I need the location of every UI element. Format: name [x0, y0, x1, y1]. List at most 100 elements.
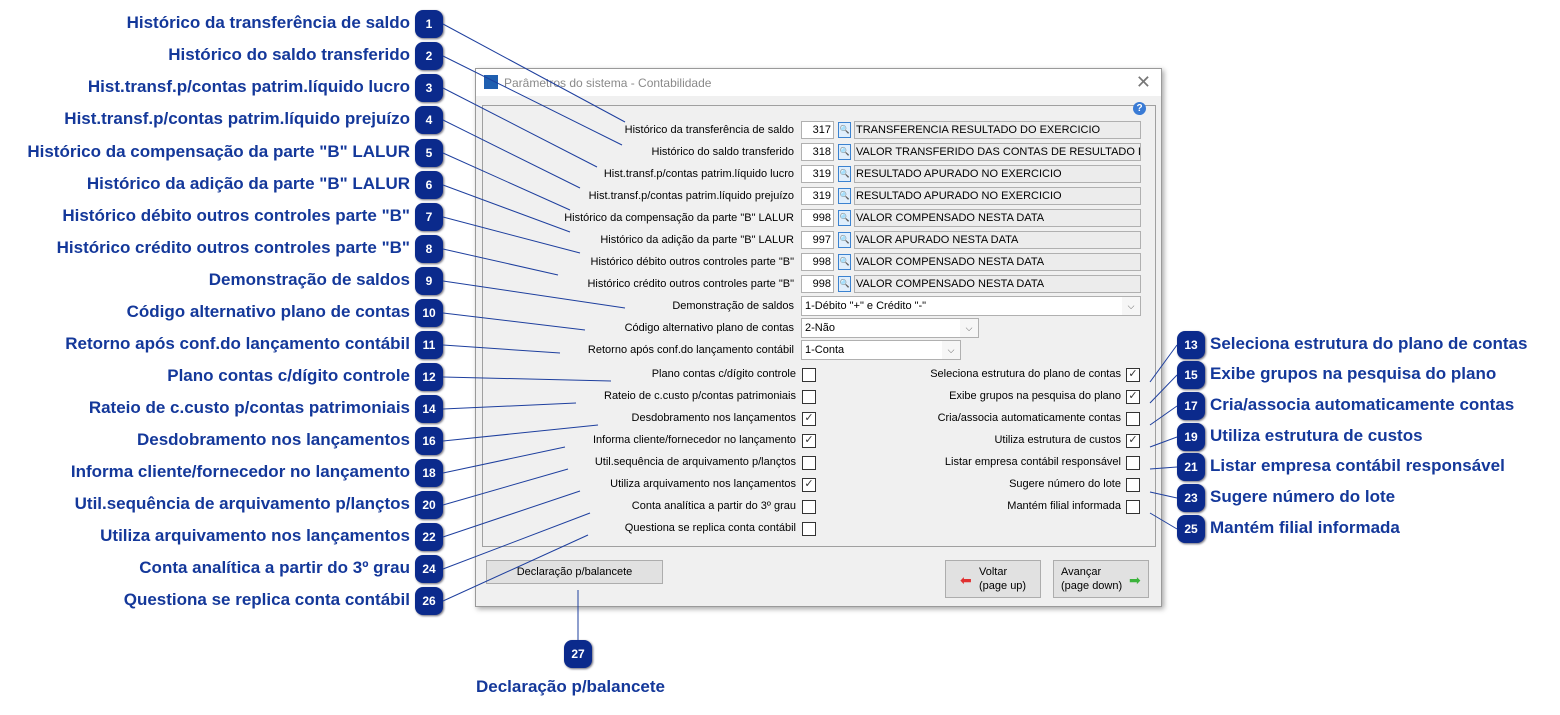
callout-badge: 19: [1177, 423, 1205, 451]
callout-label: Util.sequência de arquivamento p/lançtos: [74, 494, 410, 513]
search-lookup-icon[interactable]: 🔍: [838, 210, 851, 226]
search-lookup-icon[interactable]: 🔍: [838, 166, 851, 182]
callout-label: Conta analítica a partir do 3º grau: [139, 558, 410, 577]
callout-label: Exibe grupos na pesquisa do plano: [1210, 364, 1497, 383]
history-description: VALOR COMPENSADO NESTA DATA: [854, 275, 1141, 293]
callout-label: Utiliza arquivamento nos lançamentos: [100, 526, 410, 545]
checkbox[interactable]: [802, 390, 816, 404]
declaracao-balancete-button[interactable]: Declaração p/balancete: [486, 560, 663, 584]
avancar-label: Avançar: [1061, 566, 1102, 578]
callout-label: Hist.transf.p/contas patrim.líquido prej…: [64, 109, 410, 128]
callout-badge: 21: [1177, 453, 1205, 481]
checkbox[interactable]: [1126, 500, 1140, 514]
checkbox-label: Mantém filial informada: [1007, 500, 1121, 512]
field-label: Histórico da transferência de saldo: [624, 124, 794, 136]
history-code-input[interactable]: 319: [801, 187, 834, 205]
callout-badge: 15: [1177, 361, 1205, 389]
close-icon[interactable]: ✕: [1135, 72, 1151, 92]
callout-label: Cria/associa automaticamente contas: [1210, 395, 1515, 414]
callout-label: Declaração p/balancete: [476, 677, 665, 696]
history-description: VALOR COMPENSADO NESTA DATA: [854, 209, 1141, 227]
checkbox[interactable]: [802, 456, 816, 470]
avancar-hint: (page down): [1061, 580, 1123, 592]
dropdown-select[interactable]: 1-Débito "+" e Crédito "-"⌵: [801, 296, 1141, 316]
search-lookup-icon[interactable]: 🔍: [838, 232, 851, 248]
arrow-right-icon: ➡: [1129, 572, 1141, 588]
callout-label: Histórico da transferência de saldo: [126, 13, 410, 32]
checkbox[interactable]: ✓: [802, 412, 816, 426]
checkbox[interactable]: ✓: [1126, 434, 1140, 448]
callout-badge: 14: [415, 395, 443, 423]
parametros-dialog: Parâmetros do sistema - Contabilidade ✕ …: [475, 68, 1162, 607]
history-code-input[interactable]: 997: [801, 231, 834, 249]
checkbox[interactable]: ✓: [1126, 368, 1140, 382]
callout-label: Histórico do saldo transferido: [168, 45, 410, 64]
checkbox-label: Utiliza arquivamento nos lançamentos: [610, 478, 796, 490]
chevron-down-icon[interactable]: ⌵: [942, 341, 960, 359]
callout-label: Questiona se replica conta contábil: [123, 590, 410, 609]
callout-label: Histórico crédito outros controles parte…: [56, 238, 410, 257]
callout-badge: 7: [415, 203, 443, 231]
callout-badge: 13: [1177, 331, 1205, 359]
dropdown-select[interactable]: 1-Conta⌵: [801, 340, 961, 360]
callout-label: Sugere número do lote: [1210, 487, 1396, 506]
select-label: Demonstração de saldos: [672, 300, 794, 312]
checkbox[interactable]: [1126, 412, 1140, 426]
history-code-input[interactable]: 319: [801, 165, 834, 183]
checkbox-label: Desdobramento nos lançamentos: [631, 412, 796, 424]
callout-badge: 4: [415, 106, 443, 134]
search-lookup-icon[interactable]: 🔍: [838, 122, 851, 138]
voltar-button[interactable]: ⬅ Voltar (page up): [945, 560, 1041, 598]
callout-badge: 5: [415, 139, 443, 167]
callout-label: Listar empresa contábil responsável: [1210, 456, 1505, 475]
callout-label: Hist.transf.p/contas patrim.líquido lucr…: [87, 77, 410, 96]
avancar-button[interactable]: Avançar (page down) ➡: [1053, 560, 1149, 598]
field-label: Histórico débito outros controles parte …: [590, 256, 794, 268]
callout-badge: 10: [415, 299, 443, 327]
callout-badge: 22: [415, 523, 443, 551]
search-lookup-icon[interactable]: 🔍: [838, 254, 851, 270]
chevron-down-icon[interactable]: ⌵: [1122, 297, 1140, 315]
dialog-title: Parâmetros do sistema - Contabilidade: [504, 76, 712, 90]
checkbox[interactable]: [802, 522, 816, 536]
callout-label: Histórico da compensação da parte "B" LA…: [27, 142, 410, 161]
history-code-input[interactable]: 317: [801, 121, 834, 139]
checkbox[interactable]: ✓: [802, 478, 816, 492]
history-code-input[interactable]: 998: [801, 275, 834, 293]
search-lookup-icon[interactable]: 🔍: [838, 144, 851, 160]
voltar-hint: (page up): [979, 580, 1027, 592]
search-lookup-icon[interactable]: 🔍: [838, 276, 851, 292]
search-lookup-icon[interactable]: 🔍: [838, 188, 851, 204]
callout-label: Histórico da adição da parte "B" LALUR: [86, 174, 410, 193]
history-code-input[interactable]: 998: [801, 209, 834, 227]
checkbox[interactable]: ✓: [802, 434, 816, 448]
history-code-input[interactable]: 998: [801, 253, 834, 271]
checkbox[interactable]: [1126, 478, 1140, 492]
checkbox[interactable]: [1126, 456, 1140, 470]
field-label: Histórico da adição da parte "B" LALUR: [600, 234, 794, 246]
callout-label: Código alternativo plano de contas: [126, 302, 410, 321]
checkbox-label: Rateio de c.custo p/contas patrimoniais: [604, 390, 796, 402]
history-description: TRANSFERENCIA RESULTADO DO EXERCICIO: [854, 121, 1141, 139]
callout-badge: 23: [1177, 484, 1205, 512]
callout-badge: 16: [415, 427, 443, 455]
callout-badge: 17: [1177, 392, 1205, 420]
checkbox-label: Plano contas c/dígito controle: [651, 368, 796, 380]
checkbox-label: Questiona se replica conta contábil: [624, 522, 796, 534]
field-label: Hist.transf.p/contas patrim.líquido lucr…: [603, 168, 794, 180]
callout-badge: 9: [415, 267, 443, 295]
checkbox[interactable]: ✓: [1126, 390, 1140, 404]
callout-label: Retorno após conf.do lançamento contábil: [65, 334, 410, 353]
chevron-down-icon[interactable]: ⌵: [960, 319, 978, 337]
select-label: Código alternativo plano de contas: [624, 322, 794, 334]
help-icon[interactable]: ?: [1133, 102, 1146, 115]
callout-label: Mantém filial informada: [1210, 518, 1400, 537]
dropdown-select[interactable]: 2-Não⌵: [801, 318, 979, 338]
checkbox[interactable]: [802, 500, 816, 514]
field-label: Histórico do saldo transferido: [651, 146, 794, 158]
history-code-input[interactable]: 318: [801, 143, 834, 161]
history-description: RESULTADO APURADO NO EXERCICIO: [854, 187, 1141, 205]
callout-label: Histórico débito outros controles parte …: [62, 206, 410, 225]
checkbox-label: Listar empresa contábil responsável: [944, 456, 1121, 468]
checkbox[interactable]: [802, 368, 816, 382]
